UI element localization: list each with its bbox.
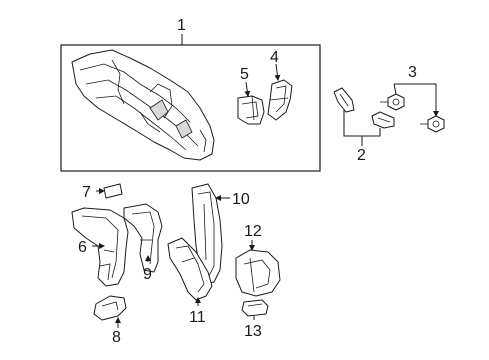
callout-12: 12 <box>244 223 262 240</box>
callout-2: 2 <box>357 147 366 164</box>
rear-body-panel-part[interactable] <box>71 49 215 161</box>
panel-part-11[interactable] <box>167 237 213 301</box>
callout-3: 3 <box>408 64 417 81</box>
clip-part-2-lower[interactable] <box>371 111 395 129</box>
leader-5 <box>244 81 251 97</box>
reinforcement-part-4[interactable] <box>267 79 293 121</box>
extension-part-9[interactable] <box>123 203 163 273</box>
callout-6: 6 <box>78 239 87 256</box>
clip-part-2-upper[interactable] <box>333 87 355 113</box>
callout-7: 7 <box>82 184 91 201</box>
bracket-part-8[interactable] <box>93 295 127 321</box>
callout-4: 4 <box>270 49 279 66</box>
callout-11: 11 <box>189 309 206 326</box>
bracket-part-5[interactable] <box>237 95 265 125</box>
leader-3 <box>393 83 436 116</box>
callout-5: 5 <box>240 66 249 83</box>
assembly-frame <box>60 44 321 172</box>
bolt-part-3-lower[interactable] <box>420 115 445 133</box>
leader-4 <box>274 63 281 81</box>
callout-8: 8 <box>112 329 121 346</box>
callout-1: 1 <box>177 17 186 34</box>
callout-9: 9 <box>143 266 152 283</box>
plate-part-7[interactable] <box>103 183 123 199</box>
leader-2 <box>343 110 381 146</box>
callout-10: 10 <box>232 191 250 208</box>
callout-13: 13 <box>244 323 262 340</box>
clip-part-13[interactable] <box>241 299 269 317</box>
bolt-part-3-upper[interactable] <box>380 93 405 111</box>
cover-part-12[interactable] <box>235 249 281 297</box>
